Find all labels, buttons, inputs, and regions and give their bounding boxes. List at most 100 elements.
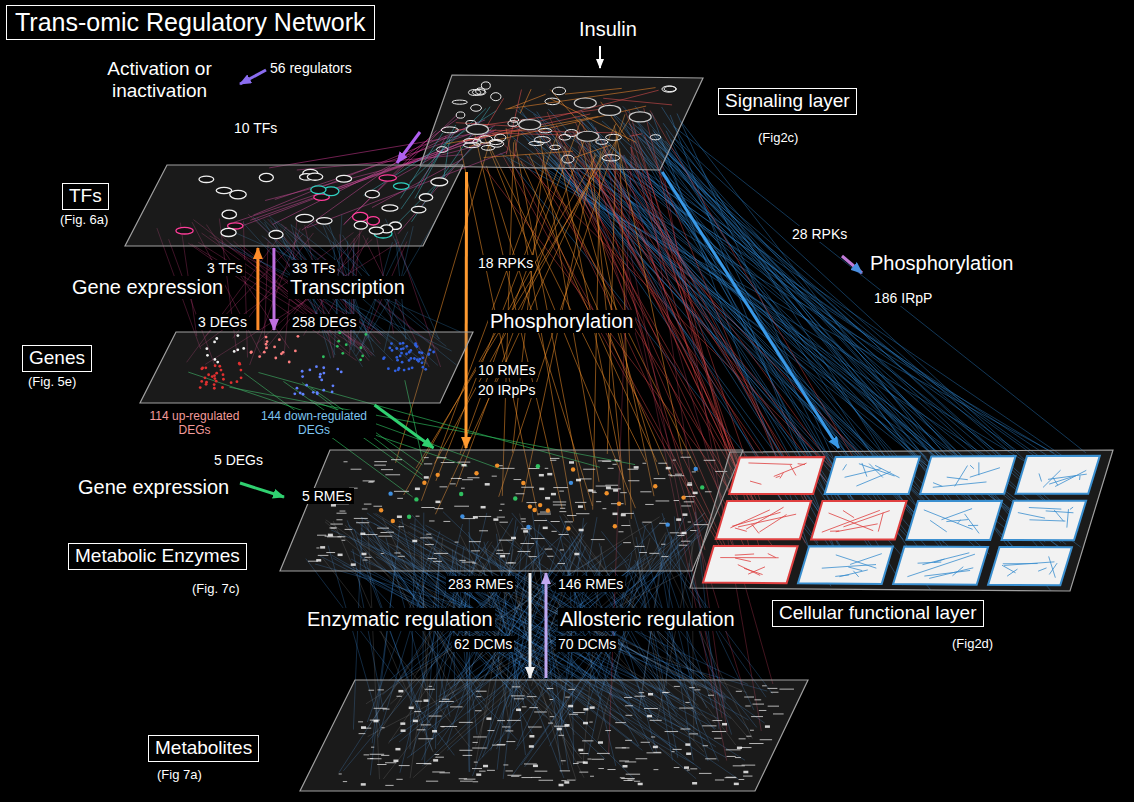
pathway-line bbox=[779, 689, 794, 690]
signal-molecule bbox=[481, 145, 494, 150]
pathway-node bbox=[529, 735, 534, 738]
pathway-line bbox=[479, 530, 488, 531]
pathway-node bbox=[687, 483, 692, 486]
function-link bbox=[978, 462, 979, 475]
signal-molecule bbox=[534, 137, 550, 143]
signal-molecule bbox=[602, 155, 619, 161]
pathway-node bbox=[545, 497, 550, 500]
tf-node bbox=[222, 210, 236, 219]
gene-dot bbox=[299, 392, 302, 395]
signal-molecule bbox=[539, 128, 552, 132]
figure-reference: (Fig2d) bbox=[950, 636, 995, 652]
function-link bbox=[965, 514, 979, 534]
pathway-line bbox=[387, 532, 394, 533]
pathway-line bbox=[521, 487, 534, 488]
signal-link bbox=[573, 145, 611, 158]
function-link bbox=[856, 472, 890, 486]
pathway-line bbox=[462, 479, 473, 480]
pathway-line bbox=[364, 504, 372, 505]
gene-dot bbox=[424, 368, 427, 371]
function-panel bbox=[920, 456, 1016, 494]
gene-dot bbox=[403, 369, 406, 372]
layer-plane bbox=[420, 75, 703, 170]
gene-dot bbox=[213, 358, 216, 361]
function-link bbox=[1079, 476, 1081, 480]
annotation-text: Gene expression bbox=[76, 476, 231, 499]
function-link bbox=[1038, 568, 1046, 571]
pathway-line bbox=[439, 772, 450, 773]
signal-molecule bbox=[510, 118, 518, 123]
pathway-node bbox=[568, 705, 573, 708]
network-layer: Cellular functional layer(Fig2d) bbox=[690, 448, 1115, 593]
pathway-line bbox=[620, 777, 625, 778]
signal-link bbox=[462, 90, 658, 141]
gene-dot bbox=[388, 347, 391, 350]
pathway-node bbox=[653, 746, 658, 749]
pathway-line bbox=[767, 688, 777, 689]
pathway-node bbox=[401, 729, 406, 732]
layer-plane-drawing bbox=[420, 72, 705, 172]
pathway-line bbox=[359, 733, 366, 734]
tf-node bbox=[307, 173, 322, 180]
pathway-line bbox=[623, 542, 631, 543]
pathway-line bbox=[681, 457, 691, 458]
pathway-line bbox=[602, 461, 611, 462]
enzyme-dot bbox=[617, 501, 621, 505]
pathway-line bbox=[527, 696, 536, 697]
gene-dot bbox=[215, 337, 218, 340]
gene-dot bbox=[236, 334, 239, 337]
pathway-line bbox=[680, 728, 690, 729]
gene-dot bbox=[301, 375, 304, 378]
pathway-node bbox=[722, 723, 727, 726]
gene-dot bbox=[341, 352, 344, 355]
signal-link bbox=[506, 90, 521, 155]
pathway-line bbox=[432, 771, 445, 772]
pathway-node bbox=[360, 533, 365, 536]
gene-dot bbox=[414, 344, 417, 347]
gene-dot bbox=[230, 381, 233, 384]
gene-dot bbox=[297, 335, 300, 338]
pathway-line bbox=[673, 460, 676, 461]
pathway-line bbox=[619, 760, 629, 761]
pathway-line bbox=[679, 708, 693, 709]
function-link bbox=[862, 463, 867, 477]
enzyme-dot bbox=[613, 524, 617, 528]
pathway-line bbox=[497, 517, 505, 518]
pathway-line bbox=[646, 752, 661, 753]
layer-plane-drawing bbox=[125, 163, 465, 248]
signal-link bbox=[505, 88, 655, 110]
pathway-line bbox=[615, 747, 629, 748]
pathway-line bbox=[575, 502, 586, 503]
pathway-node bbox=[398, 690, 403, 693]
annotation-text: Phosphorylation bbox=[488, 310, 635, 333]
pathway-line bbox=[383, 709, 390, 710]
pathway-line bbox=[377, 764, 386, 765]
pathway-node bbox=[361, 726, 366, 729]
gene-dot bbox=[421, 361, 424, 364]
pathway-line bbox=[396, 696, 401, 697]
pathway-line bbox=[598, 460, 611, 461]
pathway-line bbox=[436, 457, 446, 458]
gene-dot bbox=[250, 350, 253, 353]
enzyme-dot bbox=[391, 519, 395, 523]
diagram-title: Trans-omic Regulatory Network bbox=[6, 5, 375, 40]
pathway-node bbox=[361, 783, 366, 786]
pathway-line bbox=[469, 541, 481, 542]
gene-dot bbox=[365, 333, 368, 336]
function-link bbox=[735, 528, 747, 531]
pathway-line bbox=[681, 505, 691, 506]
pathway-line bbox=[635, 546, 645, 547]
pathway-node bbox=[578, 749, 583, 752]
pathway-line bbox=[318, 555, 329, 556]
pathway-node bbox=[693, 492, 698, 495]
pathway-line bbox=[688, 521, 691, 522]
function-link bbox=[750, 481, 761, 484]
layer-plane-drawing bbox=[280, 448, 745, 573]
annotation-text: 70 DCMs bbox=[556, 636, 618, 652]
enzyme-dot bbox=[566, 526, 570, 530]
pathway-line bbox=[508, 562, 514, 563]
gene-dot bbox=[280, 352, 283, 355]
pathway-node bbox=[543, 527, 548, 530]
pathway-line bbox=[704, 460, 716, 461]
pathway-line bbox=[553, 487, 568, 488]
